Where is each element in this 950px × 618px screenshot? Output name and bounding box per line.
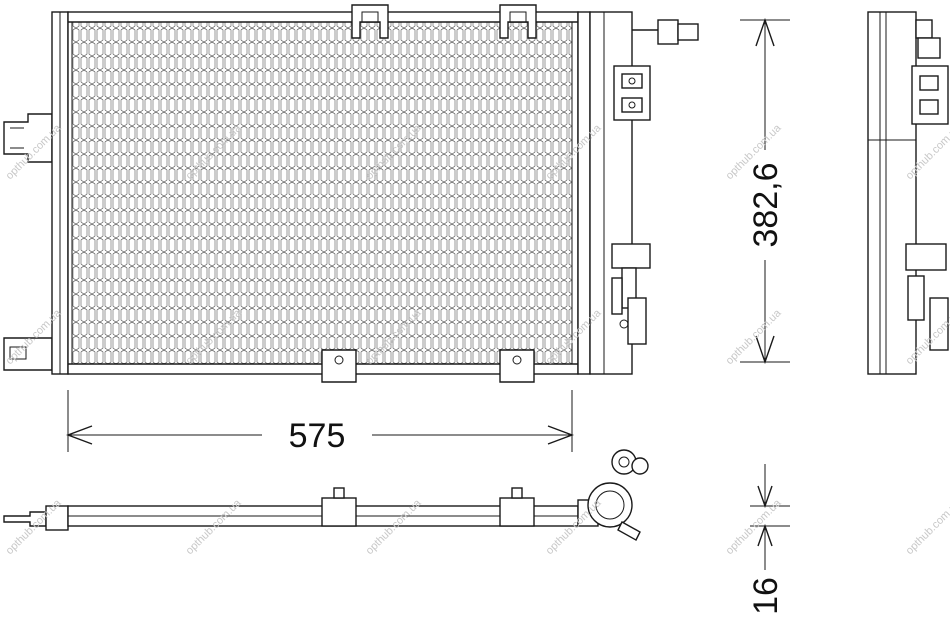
width-dimension: 575 — [66, 390, 574, 455]
watermark-text: opthub.com.ua — [904, 497, 950, 558]
height-dimension: 382,6 — [740, 17, 790, 365]
thickness-dimension: 16 — [747, 464, 790, 615]
width-dimension-label: 575 — [289, 417, 346, 455]
bottom-view-clip-right — [499, 487, 535, 527]
upper-pipe-fitting — [613, 65, 651, 121]
thickness-dimension-label: 16 — [747, 577, 785, 615]
bottom-clip-right — [499, 349, 535, 383]
front-view — [3, 4, 699, 383]
core-fins — [71, 21, 573, 365]
side-lower-fitting — [905, 243, 949, 351]
bottom-view-receiver — [577, 449, 649, 541]
top-clip-left — [351, 4, 389, 39]
side-view — [867, 11, 949, 375]
bottom-view-clip-left — [321, 487, 357, 527]
side-sensor — [915, 19, 941, 59]
height-dimension-label: 382,6 — [747, 162, 785, 247]
bottom-clip-left — [321, 349, 357, 383]
pressure-sensor-connector — [632, 19, 699, 45]
side-upper-fitting — [911, 65, 949, 125]
bottom-view — [3, 449, 649, 541]
top-clip-right — [499, 4, 537, 39]
watermark-text: opthub.com.ua — [724, 307, 785, 368]
lower-pipe-fitting — [611, 243, 651, 345]
